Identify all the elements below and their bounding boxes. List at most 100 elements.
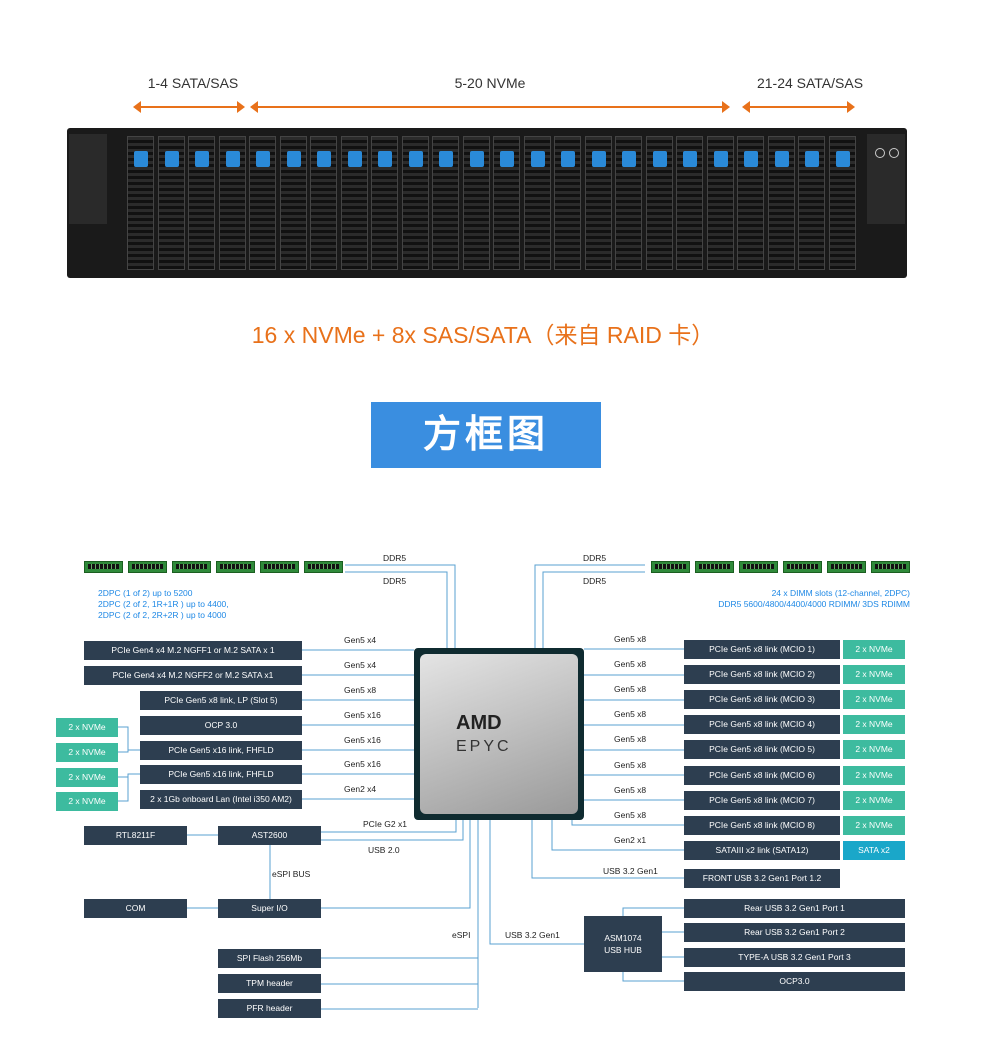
nvme-box: 2 x NVMe (843, 715, 905, 735)
link-label: Gen5 x16 (344, 759, 381, 769)
ddr5-label: DDR5 (383, 576, 407, 586)
memory-note-left: 2DPC (1 of 2) up to 5200 2DPC (2 of 2, 1… (98, 588, 229, 621)
link-label: USB 2.0 (368, 845, 400, 855)
sata-box: SATA x2 (843, 840, 905, 860)
dimm-module (695, 561, 734, 573)
left-io-box: PCIe Gen5 x8 link, LP (Slot 5) (140, 691, 302, 710)
link-label: Gen5 x4 (344, 635, 377, 645)
link-label: USB 3.2 Gen1 (603, 866, 658, 876)
drive-bay (523, 136, 551, 270)
link-label: Gen2 x4 (344, 784, 377, 794)
left-io-box: PCIe Gen5 x16 link, FHFLD (140, 741, 302, 760)
super-io-box: Super I/O (218, 899, 321, 918)
mcio-box: PCIe Gen5 x8 link (MCIO 6) (684, 765, 840, 785)
memory-note-right: 24 x DIMM slots (12-channel, 2DPC) DDR5 … (718, 588, 910, 610)
left-io-box: PCIe Gen4 x4 M.2 NGFF1 or M.2 SATA x 1 (84, 641, 302, 660)
link-label: Gen5 x8 (614, 759, 647, 770)
left-io-box: 2 x 1Gb onboard Lan (Intel i350 AM2) (140, 790, 302, 809)
cpu-amd-epyc: AMD EPYC (414, 648, 584, 820)
link-label: Gen5 x16 (344, 710, 381, 720)
drive-bay (462, 136, 490, 270)
reset-icon (889, 148, 899, 158)
mcio-box: PCIe Gen5 x8 link (MCIO 1) (684, 640, 840, 659)
link-label: Gen5 x8 (614, 684, 647, 695)
nvme-box: 2 x NVMe (843, 690, 905, 710)
dimm-module (827, 561, 866, 573)
server-front-image (67, 128, 907, 278)
ddr5-label: DDR5 (583, 553, 607, 563)
drive-bay (340, 136, 368, 270)
drive-latch-icon (134, 151, 148, 167)
drive-bay (371, 136, 398, 270)
drive-latch-icon (256, 151, 270, 167)
drive-bay (127, 136, 154, 270)
drive-bay (432, 136, 459, 270)
nvme-box: 2 x NVMe (56, 792, 118, 811)
range-arrow (133, 101, 245, 113)
rear-usb-port-1: Rear USB 3.2 Gen1 Port 1 (684, 899, 905, 918)
link-label: PCIe G2 x1 (363, 819, 407, 829)
link-label: Gen5 x8 (614, 659, 647, 670)
usb-panel (69, 134, 107, 224)
drive-bay (737, 136, 764, 270)
drive-latch-icon (286, 151, 301, 167)
power-icon (875, 148, 885, 158)
spi-flash-box: SPI Flash 256Mb (218, 949, 321, 968)
link-label: Gen5 x4 (344, 660, 377, 670)
dimm-module (871, 561, 910, 573)
dimm-module (128, 561, 167, 573)
drive-bay (157, 136, 185, 270)
link-label: Gen5 x8 (614, 809, 647, 820)
drive-latch-icon (530, 151, 545, 167)
dimm-module (84, 561, 123, 573)
drive-bay (554, 136, 581, 270)
drive-latch-icon (713, 151, 728, 167)
range-arrow (250, 101, 730, 113)
drive-bay (615, 136, 642, 270)
drive-latch-icon (835, 151, 850, 167)
cpu-model: EPYC (456, 738, 512, 755)
link-label: Gen5 x8 (614, 634, 647, 644)
mcio-box: PCIe Gen5 x8 link (MCIO 3) (684, 690, 840, 710)
tpm-header-box: TPM header (218, 974, 321, 993)
drive-latch-icon (652, 151, 667, 167)
dimm-module (739, 561, 778, 573)
mcio-box: PCIe Gen5 x8 link (MCIO 2) (684, 665, 840, 685)
link-label: Gen5 x8 (344, 685, 377, 695)
nvme-box: 2 x NVMe (843, 640, 905, 659)
nvme-box: 2 x NVMe (56, 718, 118, 737)
link-label: Gen5 x8 (614, 734, 647, 745)
note-line: 2DPC (2 of 2, 2R+2R ) up to 4000 (98, 610, 227, 620)
note-line: 24 x DIMM slots (12-channel, 2DPC) (771, 588, 910, 598)
drive-latch-icon (774, 151, 789, 167)
left-io-box: OCP 3.0 (140, 716, 302, 735)
zone-label-sata-rear: 21-24 SATA/SAS (756, 75, 864, 91)
drive-bay (676, 136, 703, 270)
link-label: Gen5 x16 (344, 735, 381, 745)
ddr5-label: DDR5 (383, 553, 407, 563)
mcio-box: SATAIII x2 link (SATA12) (684, 840, 840, 860)
nvme-box: 2 x NVMe (843, 740, 905, 760)
nvme-box: 2 x NVMe (843, 765, 905, 785)
nvme-box: 2 x NVMe (843, 665, 905, 685)
dimm-module (783, 561, 822, 573)
drive-latch-icon (805, 151, 819, 167)
link-label: Gen5 x8 (614, 709, 647, 720)
ddr5-label: DDR5 (583, 576, 607, 586)
front-usb-box: FRONT USB 3.2 Gen1 Port 1.2 (684, 869, 840, 888)
link-label: USB 3.2 Gen1 (505, 930, 560, 940)
drive-latch-icon (591, 151, 606, 167)
drive-bay (218, 136, 246, 270)
drive-latch-icon (195, 151, 209, 167)
rear-usb-port-2: Rear USB 3.2 Gen1 Port 2 (684, 923, 905, 942)
drive-bay (249, 136, 276, 270)
zone-label-nvme: 5-20 NVMe (454, 75, 526, 91)
cpu-brand: AMD (456, 712, 502, 734)
drive-bay (310, 136, 337, 270)
range-arrow (742, 101, 855, 113)
rtl8211f-box: RTL8211F (84, 826, 187, 845)
drive-bay (493, 136, 520, 270)
drive-latch-icon (744, 151, 758, 167)
